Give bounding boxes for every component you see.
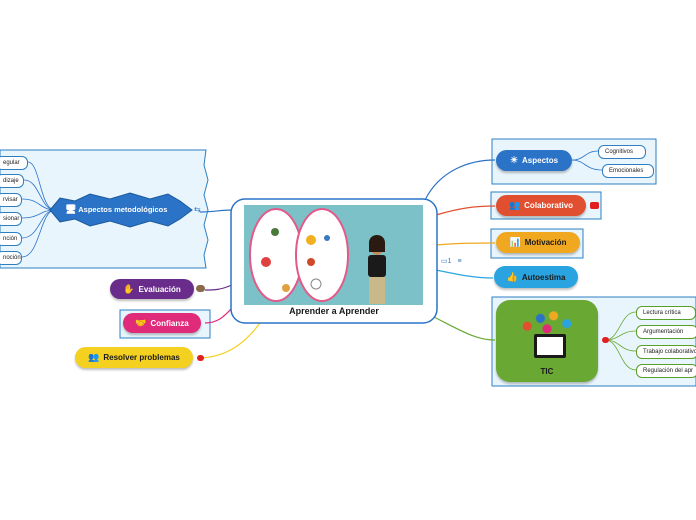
leaf-argumentacion[interactable]: Argumentación <box>636 325 696 339</box>
tic-label: TIC <box>540 367 554 376</box>
leaf-regular[interactable]: egular <box>0 156 28 170</box>
people-icon: 👥 <box>88 352 100 362</box>
connector <box>435 205 496 216</box>
autoestima-topic[interactable]: 👍 Autoestima <box>494 266 578 288</box>
leaf-aprendizaje[interactable]: dizaje <box>0 174 24 188</box>
thumbs-up-icon: 👍 <box>506 271 518 282</box>
connector <box>571 150 599 161</box>
leaf-atencion[interactable]: nción <box>0 232 22 246</box>
sun-icon: ☀ <box>509 155 519 165</box>
leaf-supervisar[interactable]: rvisar <box>0 193 22 207</box>
brain-illustration <box>244 205 423 305</box>
aspectos-topic[interactable]: ☀ Aspectos <box>496 150 572 171</box>
note-count: 1 <box>447 258 452 265</box>
laptop-icon <box>534 334 566 358</box>
connector <box>435 269 494 279</box>
leaf-reflexionar[interactable]: sionar <box>0 212 22 226</box>
central-topic-title: Aprender a Aprender <box>289 306 379 316</box>
resolver-problemas-topic[interactable]: 👥 Resolver problemas <box>75 347 193 368</box>
link-badge-icon[interactable]: ⇆ <box>194 205 201 214</box>
app-icons-cluster <box>514 308 580 334</box>
connector <box>435 242 496 246</box>
leaf-lectura-critica[interactable]: Lectura crítica <box>636 306 696 320</box>
comment-icon: ▭ <box>441 258 448 265</box>
notes-icon: ≡ <box>457 258 462 265</box>
computer-icon: 🖥 <box>65 204 77 214</box>
tic-marker-icon <box>602 337 609 343</box>
people-icon: 👥 <box>508 200 521 210</box>
video-icon[interactable] <box>590 202 599 209</box>
note-badge[interactable]: ▭1 ≡ <box>441 257 462 265</box>
evaluacion-marker-icon <box>196 285 205 292</box>
connector <box>204 284 233 291</box>
tic-topic[interactable]: TIC <box>496 300 598 382</box>
connector <box>199 209 233 213</box>
aspectos-metodologicos-label[interactable]: 🖥 Aspectos metodológicos <box>65 204 168 215</box>
chart-icon: 📊 <box>509 237 521 247</box>
connector <box>571 159 603 171</box>
connector <box>429 314 496 341</box>
leaf-cognitivos[interactable]: Cognitivos <box>598 145 646 159</box>
hands-icon: ✋ <box>123 283 135 294</box>
leaf-regulacion[interactable]: Regulación del apr <box>636 364 696 378</box>
resolver-marker-icon <box>197 355 204 361</box>
motivacion-topic[interactable]: 📊 Motivación <box>496 232 580 253</box>
handshake-icon: 🤝 <box>135 317 147 328</box>
leaf-emocion[interactable]: noción <box>0 251 22 265</box>
evaluacion-topic[interactable]: ✋ Evaluación <box>110 279 194 299</box>
confianza-topic[interactable]: 🤝 Confianza <box>123 313 201 333</box>
leaf-trabajo-colaborativo[interactable]: Trabajo colaborativo <box>636 345 696 359</box>
leaf-emocionales[interactable]: Emocionales <box>602 164 654 178</box>
connector <box>199 319 263 359</box>
connector <box>424 159 496 201</box>
aspectos-metodologicos-shape <box>49 192 193 228</box>
colaborativo-topic[interactable]: 👥 Colaborativo <box>496 195 586 216</box>
